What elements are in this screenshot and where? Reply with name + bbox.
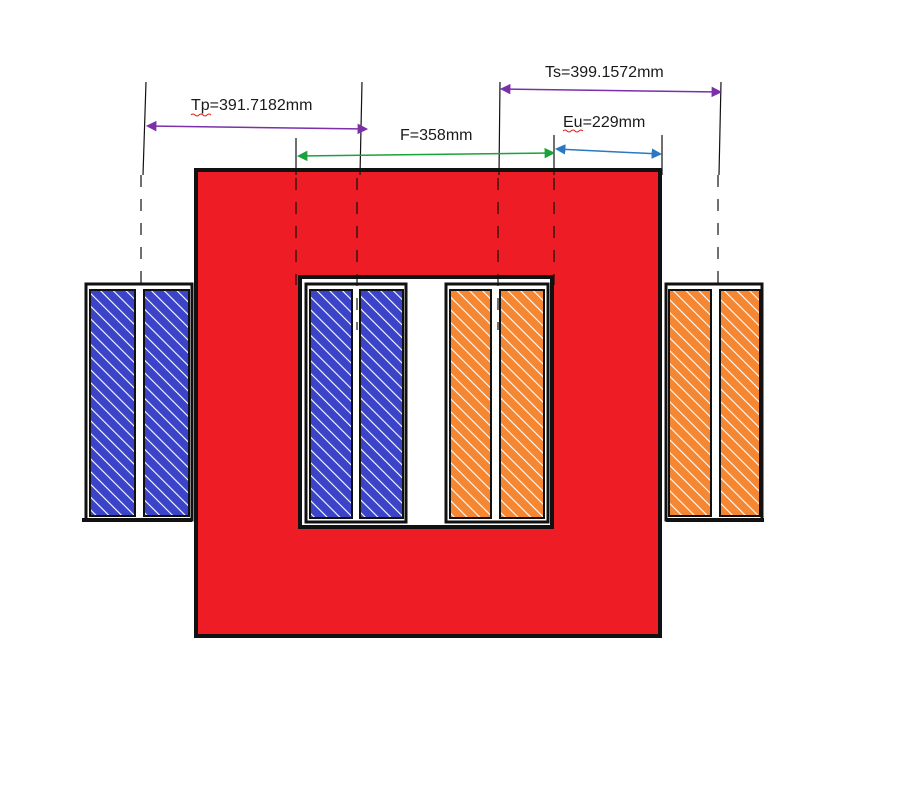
tp-dimension-arrow <box>145 120 369 135</box>
ts-dimension-label: Ts=399.1572mm <box>545 64 664 81</box>
secondary-winding-inner <box>444 282 550 524</box>
f-dimension-label: F=358mm <box>400 127 472 144</box>
tp-spellcheck-underline <box>190 113 212 117</box>
eu-dimension-arrow <box>554 144 663 159</box>
eu-dimension-label: Eu=229mm <box>563 114 645 131</box>
winding-layer <box>89 289 136 517</box>
winding-layer <box>719 289 761 517</box>
eu-spellcheck-underline <box>562 129 584 133</box>
centre-lines <box>140 175 719 330</box>
winding-layer <box>359 289 404 519</box>
primary-winding-outer <box>82 282 194 522</box>
winding-layer <box>143 289 190 517</box>
secondary-winding-outer <box>664 282 764 522</box>
winding-layer <box>449 289 492 519</box>
winding-layer <box>668 289 712 517</box>
winding-layer <box>499 289 545 519</box>
winding-layer <box>309 289 353 519</box>
primary-winding-inner <box>304 282 408 524</box>
f-dimension-arrow <box>296 147 556 162</box>
ts-dimension-arrow <box>499 83 723 98</box>
tp-dimension-label: Tp=391.7182mm <box>191 97 312 114</box>
